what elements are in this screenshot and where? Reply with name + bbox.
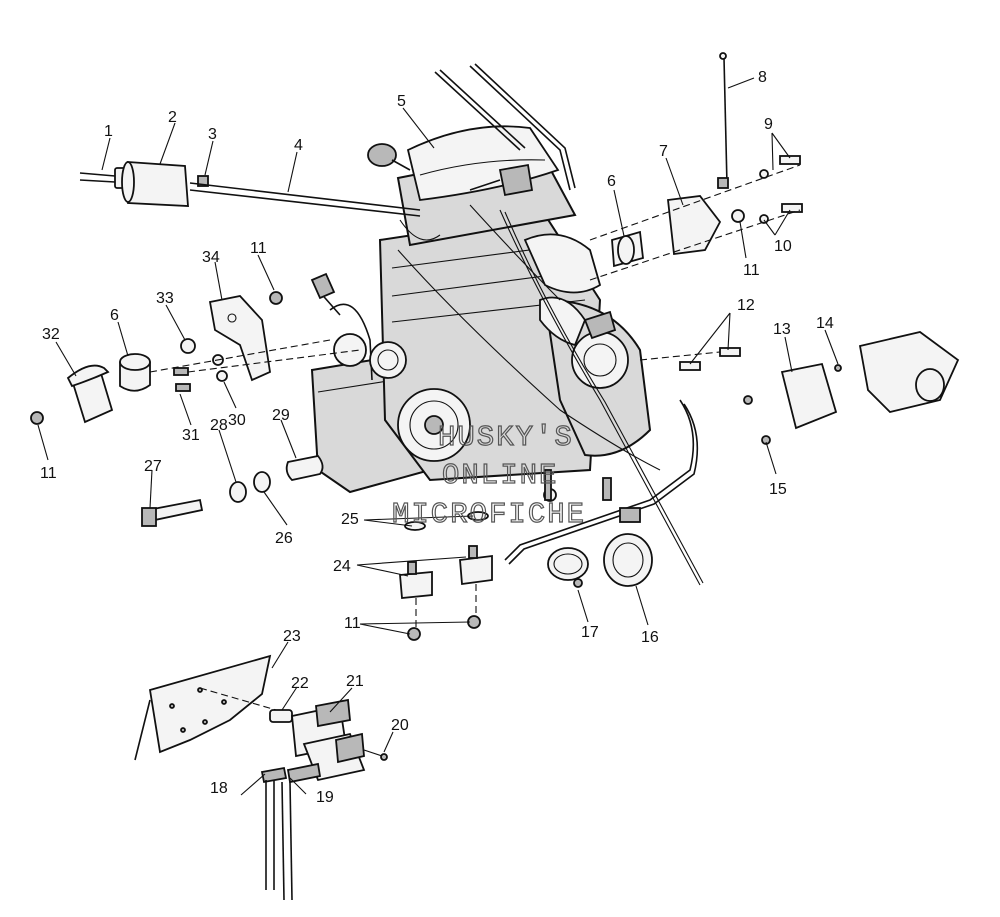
callout-22: 22 (291, 675, 309, 692)
callout-17: 17 (581, 624, 599, 641)
callout-9: 9 (764, 116, 773, 133)
watermark-line-2: ONLINE (442, 459, 558, 492)
callout-1: 1 (104, 123, 113, 140)
callout-3: 3 (208, 126, 217, 143)
callout-28: 28 (210, 417, 228, 434)
left-mount-parts (30, 291, 361, 425)
watermark-line-3: MICROFICHE (392, 498, 586, 531)
callout-4: 4 (294, 137, 303, 154)
callout-33: 33 (156, 290, 174, 307)
callout-6-left: 6 (110, 307, 119, 324)
callout-10: 10 (774, 238, 792, 255)
callout-12: 12 (737, 297, 755, 314)
callout-26: 26 (275, 530, 293, 547)
callout-11-bottom: 11 (344, 615, 361, 632)
callout-29: 29 (272, 407, 290, 424)
callout-8: 8 (758, 69, 767, 86)
callout-32: 32 (42, 326, 60, 343)
callout-15: 15 (769, 481, 787, 498)
callout-23: 23 (283, 628, 301, 645)
callout-31: 31 (182, 427, 200, 444)
callout-11-right: 11 (743, 262, 760, 279)
leader-lines (37, 77, 839, 796)
callout-2: 2 (168, 109, 177, 126)
clamps (547, 533, 653, 588)
callout-5: 5 (397, 93, 406, 110)
callout-14: 14 (816, 315, 834, 332)
throttle-assembly (79, 161, 421, 217)
callout-labels: 1 2 3 4 5 6 6 7 8 9 10 11 11 11 11 12 13… (40, 69, 834, 806)
callout-11-lower-left: 11 (40, 465, 57, 482)
ignition-coil-parts (134, 654, 388, 901)
callout-30: 30 (228, 412, 246, 429)
engine-assembly (310, 63, 704, 586)
watermark-line-1: HUSKY'S (438, 421, 574, 454)
callout-6-right: 6 (607, 173, 616, 190)
callout-16: 16 (641, 629, 659, 646)
callout-20: 20 (391, 717, 409, 734)
callout-19: 19 (316, 789, 334, 806)
right-mount-parts (589, 52, 803, 371)
callout-13: 13 (773, 321, 791, 338)
callout-18: 18 (210, 780, 228, 797)
callout-27: 27 (144, 458, 162, 475)
callout-11-upper-left: 11 (250, 240, 267, 257)
callout-7: 7 (659, 143, 668, 160)
callout-24: 24 (333, 558, 351, 575)
callout-25: 25 (341, 511, 359, 528)
callout-34: 34 (202, 249, 220, 266)
watermark: HUSKY'S ONLINE MICROFICHE (391, 420, 586, 531)
far-right-parts (743, 331, 960, 445)
callout-21: 21 (346, 673, 364, 690)
lower-mount-parts (141, 455, 493, 641)
